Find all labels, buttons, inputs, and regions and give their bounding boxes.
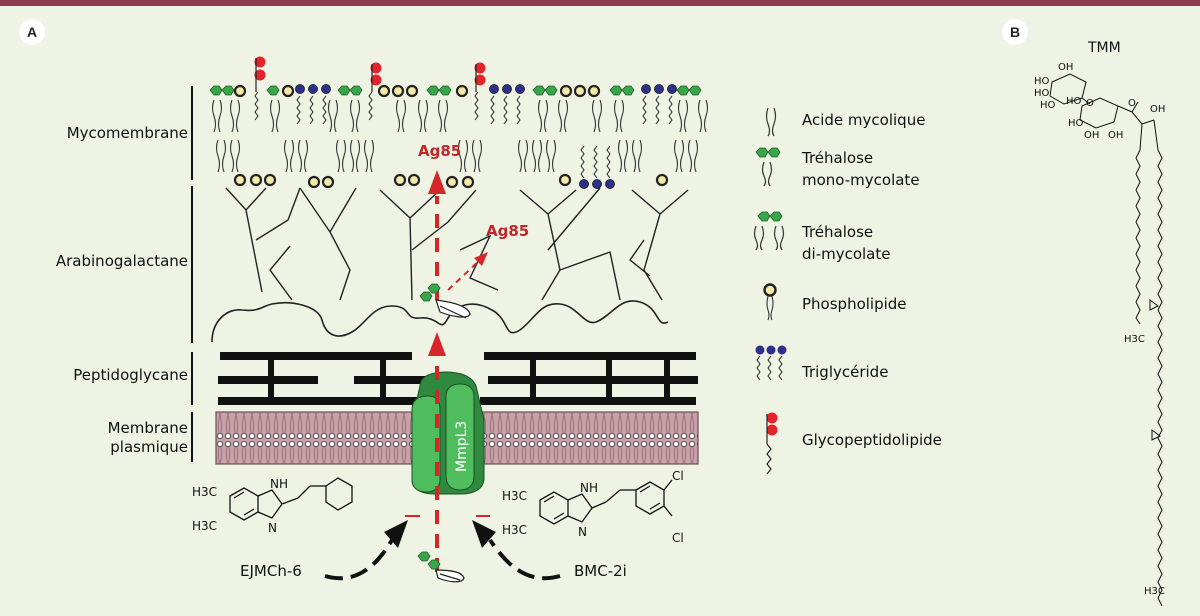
phospholipid-icon xyxy=(763,283,777,321)
inhibitor-arrow-right xyxy=(488,538,561,581)
tmm-oh-4: OH xyxy=(1150,104,1166,115)
label-mycomembrane: Mycomembrane xyxy=(66,124,188,142)
tmm-h3c-1: H3C xyxy=(1124,334,1145,345)
glycopeptidolipid-icon xyxy=(766,412,778,475)
mmpl3-label: MmpL3 xyxy=(454,421,470,472)
tmm-ho-3: HO xyxy=(1040,100,1056,111)
drug-bmc2i-name: BMC-2i xyxy=(574,562,627,580)
tmm-o-ring: O xyxy=(1086,98,1094,109)
tdm-icon xyxy=(753,211,785,251)
bmc2i-cl-bottom: Cl xyxy=(672,531,684,545)
legend-acide-mycolique: Acide mycolique xyxy=(802,111,926,129)
arabinogalactan-branches xyxy=(225,187,689,301)
ejmch6-h3c-bottom: H3C xyxy=(192,519,217,533)
label-membrane-line1: Membrane xyxy=(107,419,188,437)
ag85-label-top: Ag85 xyxy=(418,142,461,160)
triglyceride-icon xyxy=(755,345,787,381)
bmc2i-h3c-bottom: H3C xyxy=(502,523,527,537)
tmm-icon xyxy=(755,147,781,187)
tmm-ho-2: HO xyxy=(1034,88,1050,99)
legend-glycopeptidolipide: Glycopeptidolipide xyxy=(802,431,942,449)
ejmch6-h3c-top: H3C xyxy=(192,485,217,499)
legend-triglyceride: Triglycéride xyxy=(802,363,889,381)
tmm-molecule-periplasm xyxy=(419,283,471,319)
drug-ejmch6-name: EJMCh-6 xyxy=(240,562,302,580)
panel-b-badge: B xyxy=(1002,19,1028,45)
tmm-oh-2: OH xyxy=(1084,130,1100,141)
tmm-ho-1: HO xyxy=(1034,76,1050,87)
legend-phospholipide: Phospholipide xyxy=(802,295,907,313)
ejmch6-n: N xyxy=(268,521,277,535)
bmc2i-nh: NH xyxy=(580,481,598,495)
bmc2i-h3c-top: H3C xyxy=(502,489,527,503)
label-peptidoglycane: Peptidoglycane xyxy=(73,366,188,384)
tmm-oh-3: OH xyxy=(1108,130,1124,141)
tmm-chemical-structure xyxy=(1049,73,1163,607)
legend-tdm-line2: di-mycolate xyxy=(802,245,891,263)
peptidoglycan-layer xyxy=(218,352,698,405)
panel-a-badge: A xyxy=(19,19,45,45)
bmc2i-structure xyxy=(539,479,673,525)
mycolic-acid-layer xyxy=(215,139,699,173)
bmc2i-n: N xyxy=(578,525,587,539)
legend-tdm-line1: Tréhalose xyxy=(802,223,874,241)
ejmch6-structure xyxy=(229,477,353,521)
arabinogalactan-backbone xyxy=(211,300,669,343)
label-arabinogalactane: Arabinogalactane xyxy=(55,252,188,270)
tmm-ho-5: HO xyxy=(1068,118,1084,129)
top-accent-bar xyxy=(0,0,1200,6)
ag85-label-mid: Ag85 xyxy=(486,222,529,240)
tmm-h3c-2: H3C xyxy=(1144,586,1165,597)
mycolic-acid-icon xyxy=(765,107,777,137)
inhibitor-arrow-left xyxy=(324,538,394,581)
label-membrane-line2: plasmique xyxy=(110,438,188,456)
tmm-molecule-cytoplasm xyxy=(417,551,465,583)
tmm-oh-1: OH xyxy=(1058,62,1074,73)
legend-tmm-line2: mono-mycolate xyxy=(802,171,920,189)
tmm-ho-4: HO xyxy=(1066,96,1082,107)
mycomembrane-outer-leaflet xyxy=(209,56,709,133)
bmc2i-cl-top: Cl xyxy=(672,469,684,483)
mmpl3-transporter xyxy=(411,371,485,495)
ejmch6-nh: NH xyxy=(270,477,288,491)
tmm-title: TMM xyxy=(1088,40,1121,56)
tmm-o-ester: O xyxy=(1128,98,1136,109)
legend-tmm-line1: Tréhalose xyxy=(802,149,874,167)
